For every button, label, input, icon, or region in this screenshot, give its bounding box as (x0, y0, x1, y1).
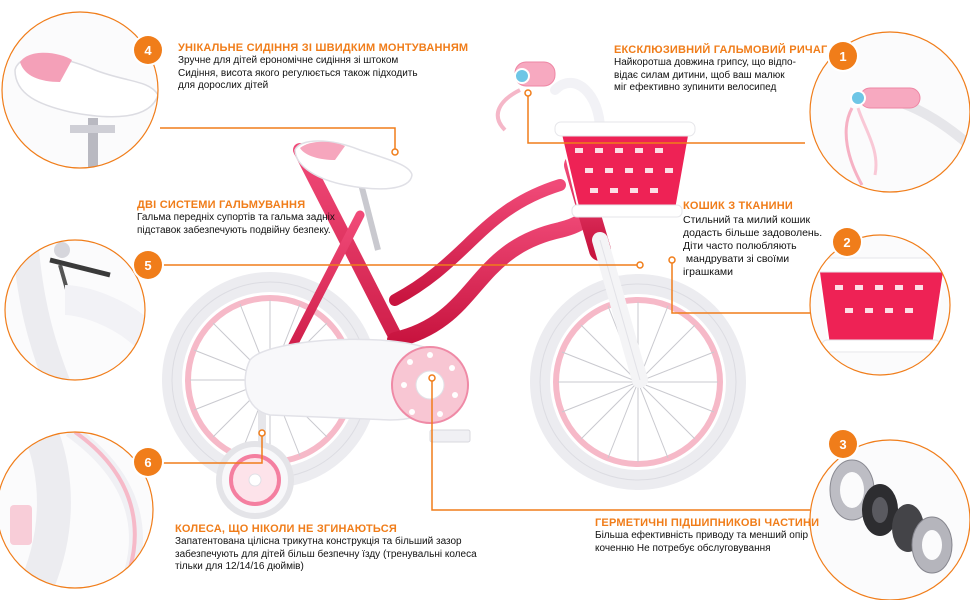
feature-title-wheels: КОЛЕСА, ЩО НІКОЛИ НЕ ЗГИНАЮТЬСЯ (175, 523, 398, 535)
feature-desc-line: забезпечують для дітей більш безпечну їз… (175, 548, 477, 560)
feature-desc-line: міг ефективно зупинити велосипед (614, 82, 777, 93)
callout-dots (258, 89, 676, 437)
feature-desc-line: коченню Не потребує обслуговування (595, 542, 771, 554)
detail-basket-closeup (809, 234, 951, 376)
feature-desc-line: тільки для 12/14/16 дюймів) (175, 561, 304, 572)
feature-title-seat: УНІКАЛЬНЕ СИДІННЯ ЗІ ШВИДКИМ МОНТУВАННЯМ (178, 42, 469, 54)
feature-badge-3: 3 (829, 430, 857, 458)
feature-desc-brakes: Гальма передніх супортів та гальма задні… (137, 212, 335, 237)
feature-desc-brake-lever: Найкоротша довжина грипсу, що відпо- від… (614, 57, 796, 95)
feature-title-bearings: ГЕРМЕТИЧНІ ПІДШИПНИКОВІ ЧАСТИНИ (595, 517, 820, 529)
feature-desc-line: Зручне для дітей ерономічне сидіння зі ш… (178, 55, 399, 66)
feature-desc-line: Сидіння, висота якого регулюється також … (178, 67, 418, 79)
feature-desc-line: Більша ефективність приводу та менший оп… (595, 530, 809, 541)
detail-seat-closeup (1, 11, 159, 169)
detail-bearing-closeup (809, 439, 970, 600)
feature-desc-basket: Стильний та милий кошик додасть більше з… (683, 214, 822, 279)
feature-badge-5: 5 (134, 251, 162, 279)
feature-title-basket: КОШИК З ТКАНИНИ (683, 200, 794, 212)
feature-desc-line: Стильний та милий кошик (683, 214, 811, 226)
chain-guard (244, 338, 471, 443)
feature-desc-line: підставок забезпечують подвійну безпеку. (137, 224, 331, 236)
feature-badge-2: 2 (833, 228, 861, 256)
training-wheel (216, 380, 294, 519)
callout-lines (150, 95, 810, 511)
feature-desc-line: відає силам дитини, щоб ваш малюк (614, 69, 785, 81)
feature-badge-1: 1 (829, 42, 857, 70)
front-fork (592, 232, 648, 388)
feature-title-brakes: ДВІ СИСТЕМИ ГАЛЬМУВАННЯ (137, 199, 306, 211)
detail-wheel-closeup (0, 431, 154, 589)
bike (162, 61, 746, 519)
feature-title-brake-lever: ЕКСКЛЮЗИВНИЙ ГАЛЬМОВИЙ РИЧАГ (614, 44, 828, 56)
feature-desc-line: Запатентована цілісна трикутна конструкц… (175, 536, 462, 547)
feature-badge-4: 4 (134, 36, 162, 64)
feature-badge-6: 6 (134, 448, 162, 476)
bike-seat (294, 140, 413, 251)
feature-desc-line: Найкоротша довжина грипсу, що відпо- (614, 57, 796, 68)
bike-basket (554, 121, 696, 218)
feature-desc-line: іграшками (683, 266, 734, 278)
feature-desc-line: Діти часто полюбляють (683, 240, 797, 252)
handlebar (495, 61, 605, 135)
feature-desc-line: Гальма передніх супортів та гальма задні… (137, 212, 335, 223)
detail-brake-closeup (4, 239, 146, 381)
feature-desc-line: мандрувати зі своїми (683, 253, 790, 265)
feature-desc-line: для дорослих дітей (178, 80, 269, 91)
feature-desc-line: додасть більше задоволень. (683, 227, 823, 239)
feature-desc-bearings: Більша ефективність приводу та менший оп… (595, 530, 808, 555)
feature-desc-wheels: Запатентована цілісна трикутна конструкц… (175, 536, 477, 574)
detail-brake-lever-closeup (809, 31, 970, 193)
feature-desc-seat: Зручне для дітей ерономічне сидіння зі ш… (178, 55, 418, 93)
